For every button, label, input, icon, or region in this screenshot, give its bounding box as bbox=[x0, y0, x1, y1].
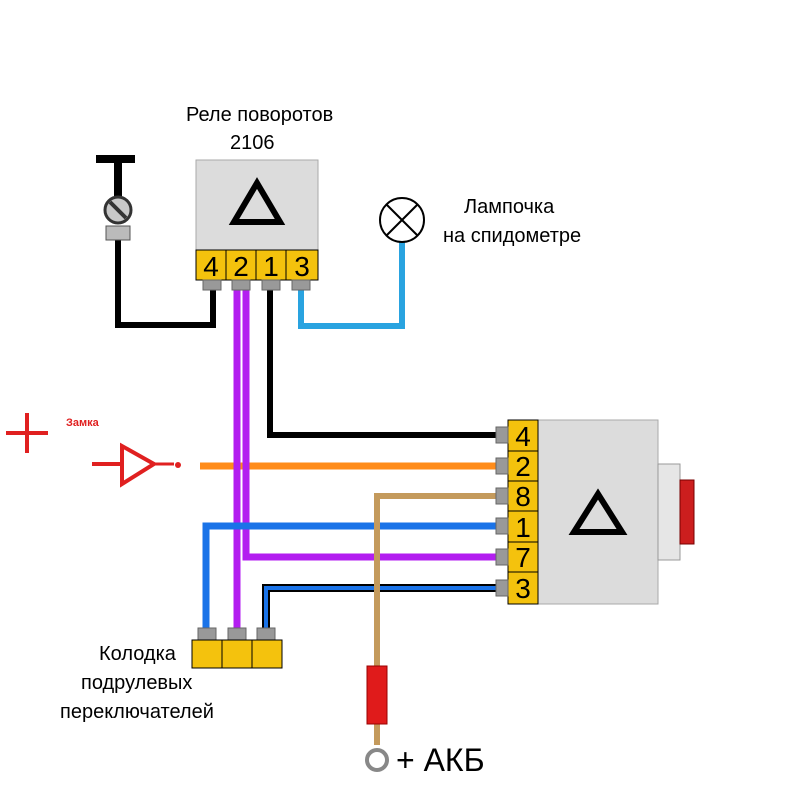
lamp-label-line1: Лампочка bbox=[464, 196, 555, 218]
warning-triangle-icon bbox=[228, 177, 286, 225]
ignition-arrow-icon bbox=[92, 442, 181, 488]
wire-connector-switch-pin3 bbox=[262, 584, 498, 632]
switch-red-button bbox=[679, 479, 695, 545]
relay-title-line2: 2106 bbox=[230, 132, 275, 154]
relay-terminals bbox=[202, 279, 311, 291]
switch-pin-label: 8 bbox=[515, 481, 531, 512]
wire-relay-pin2-switch-pin7 bbox=[242, 290, 498, 561]
switch-pin-column: 4 2 8 1 7 3 bbox=[507, 419, 539, 605]
ignition-plus-icon bbox=[6, 413, 48, 453]
switch-pin-label: 3 bbox=[515, 573, 531, 604]
relay-title-line1: Реле поворотов bbox=[186, 104, 334, 126]
relay-pin-label: 1 bbox=[263, 251, 279, 282]
relay-pin-label: 3 bbox=[294, 251, 310, 282]
ground-icon bbox=[96, 155, 135, 241]
wire-stripe bbox=[264, 586, 498, 632]
warning-triangle-icon bbox=[568, 488, 628, 535]
connector-label-line1: Колодка bbox=[99, 643, 176, 665]
wire-connector-switch-pin1 bbox=[202, 522, 498, 632]
steering-connector bbox=[191, 627, 283, 669]
switch-pin-label: 2 bbox=[515, 451, 531, 482]
battery-label: + АКБ bbox=[396, 742, 485, 778]
fuse-icon bbox=[366, 665, 388, 725]
switch-body bbox=[537, 419, 659, 605]
switch-pin-label: 4 bbox=[515, 421, 531, 452]
lamp-label-line2: на спидометре bbox=[443, 225, 582, 247]
wire-relay-pin3-lamp bbox=[298, 242, 405, 329]
ignition-label: Замка bbox=[66, 417, 99, 429]
connector-label-line2: подрулевых bbox=[81, 672, 193, 694]
relay-pin-label: 4 bbox=[203, 251, 219, 282]
relay-body bbox=[195, 159, 319, 253]
lamp-icon bbox=[379, 197, 425, 243]
connector-label-line3: переключателей bbox=[60, 701, 214, 723]
relay-pin-row: 4 2 1 3 bbox=[195, 249, 319, 282]
switch-pin-label: 7 bbox=[515, 542, 531, 573]
switch-side-plate bbox=[657, 463, 681, 561]
relay-pin-label: 2 bbox=[233, 251, 249, 282]
wire-relay-pin4-ground bbox=[115, 240, 216, 328]
switch-pin-label: 1 bbox=[515, 512, 531, 543]
wire-relay-pin1-switch-pin4 bbox=[267, 290, 498, 438]
wire-battery-switch-pin8 bbox=[374, 493, 498, 745]
switch-terminals bbox=[495, 426, 509, 597]
battery-terminal-icon bbox=[365, 748, 389, 772]
